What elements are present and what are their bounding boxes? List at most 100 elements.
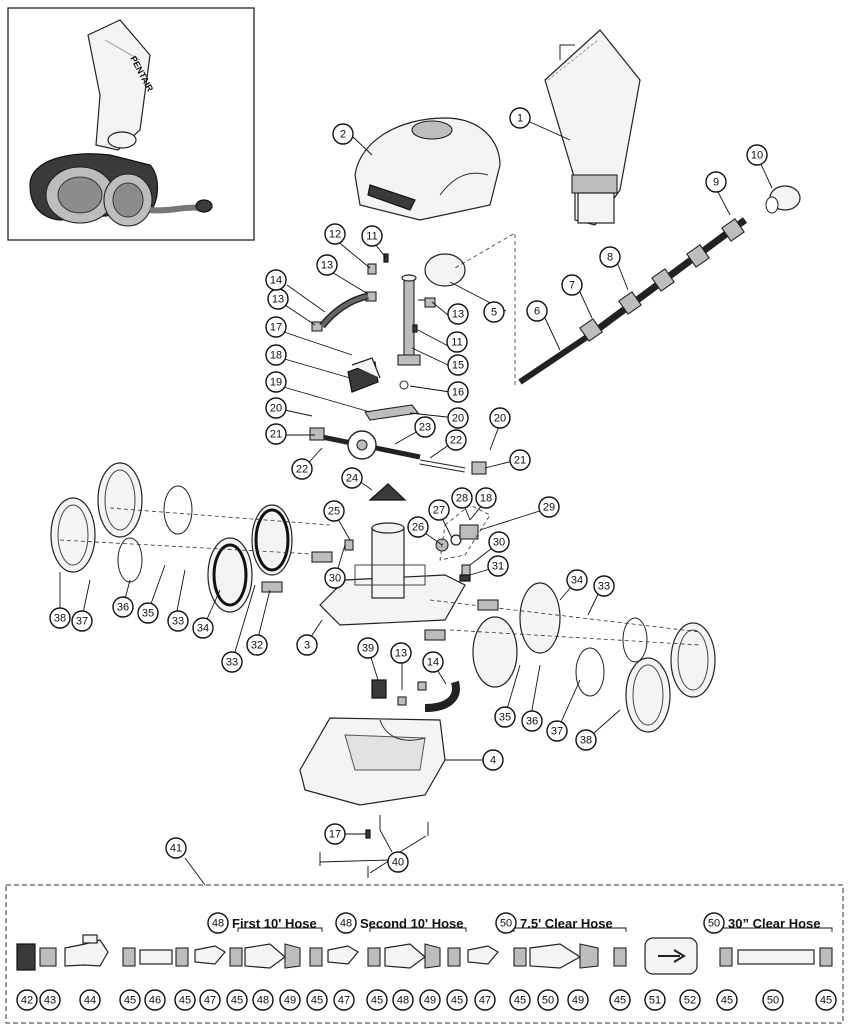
callout-label: 21	[270, 429, 282, 441]
callout-34: 34	[566, 569, 588, 591]
callout-label: 13	[321, 260, 333, 272]
callout-label: 17	[329, 829, 341, 841]
callout-21: 21	[509, 449, 531, 471]
svg-text:50: 50	[500, 918, 512, 930]
callout-38: 38	[49, 607, 71, 629]
callout-label: 18	[270, 350, 282, 362]
callout-label: 45	[179, 995, 191, 1007]
callout-label: 34	[197, 623, 209, 635]
hose-ref-callout: 48	[207, 912, 229, 934]
callout-33: 33	[167, 610, 189, 632]
callout-label: 31	[492, 561, 504, 573]
callout-19: 19	[265, 371, 287, 393]
callout-label: 47	[479, 995, 491, 1007]
callout-label: 6	[534, 306, 540, 318]
callout-28: 28	[451, 487, 473, 509]
callout-label: 29	[543, 502, 555, 514]
callout-label: 36	[117, 602, 129, 614]
callout-34: 34	[192, 617, 214, 639]
callout-label: 20	[494, 413, 506, 425]
callout-30: 30	[488, 531, 510, 553]
callout-label: 45	[614, 995, 626, 1007]
part-bracket	[347, 357, 419, 421]
callout-37: 37	[546, 720, 568, 742]
callout-37: 37	[71, 610, 93, 632]
callout-label: 23	[419, 422, 431, 434]
callout-35: 35	[494, 706, 516, 728]
callout-21: 21	[265, 423, 287, 445]
svg-text:48: 48	[340, 918, 352, 930]
callout-49: 49	[419, 989, 441, 1011]
callout-49: 49	[567, 989, 589, 1011]
callout-label: 25	[328, 506, 340, 518]
callout-14: 14	[265, 269, 287, 291]
callout-label: 47	[204, 995, 216, 1007]
callout-20: 20	[489, 407, 511, 429]
callout-49: 49	[279, 989, 301, 1011]
part-drive-gear	[309, 427, 487, 475]
callout-42: 42	[16, 989, 38, 1011]
callout-47: 47	[474, 989, 496, 1011]
callout-4: 4	[482, 749, 504, 771]
callout-13: 13	[447, 303, 469, 325]
callout-label: 50	[542, 995, 554, 1007]
callout-16: 16	[447, 381, 469, 403]
callout-22: 22	[291, 458, 313, 480]
hose-ref-callout: 48	[335, 912, 357, 934]
callout-5: 5	[483, 301, 505, 323]
hose-title-2: Second 10' Hose	[360, 916, 464, 931]
callout-label: 3	[304, 640, 310, 652]
callout-32: 32	[246, 634, 268, 656]
callout-45: 45	[366, 989, 388, 1011]
right-wheels	[429, 582, 716, 733]
callout-45: 45	[716, 989, 738, 1011]
callout-label: 13	[272, 294, 284, 306]
part-debris-bag	[544, 29, 641, 226]
callout-label: 47	[338, 995, 350, 1007]
callout-20: 20	[265, 397, 287, 419]
callout-17: 17	[324, 823, 346, 845]
callout-38: 38	[575, 729, 597, 751]
hose-kit-components	[16, 934, 833, 975]
hose-ref-callout: 50	[703, 912, 725, 934]
part-valve-column	[397, 253, 466, 390]
callout-label: 32	[251, 640, 263, 652]
callout-50: 50	[537, 989, 559, 1011]
callout-label: 10	[751, 150, 763, 162]
part-bottom-shell	[299, 717, 446, 806]
callout-33: 33	[593, 575, 615, 597]
callout-label: 14	[270, 275, 282, 287]
callout-label: 50	[767, 995, 779, 1007]
callout-18: 18	[475, 487, 497, 509]
callout-45: 45	[119, 989, 141, 1011]
callout-label: 26	[412, 522, 424, 534]
callout-3: 3	[296, 634, 318, 656]
callout-45: 45	[815, 989, 837, 1011]
callout-label: 14	[427, 657, 439, 669]
callout-label: 46	[149, 995, 161, 1007]
callout-label: 11	[451, 337, 462, 349]
callout-label: 48	[257, 995, 269, 1007]
callout-label: 49	[572, 995, 584, 1007]
callout-label: 1	[517, 113, 523, 125]
callout-label: 45	[514, 995, 526, 1007]
part-chassis	[319, 522, 466, 626]
hose-ref-callout: 50	[495, 912, 517, 934]
callout-label: 16	[452, 387, 464, 399]
callout-label: 13	[395, 648, 407, 660]
callout-label: 45	[820, 995, 832, 1007]
callout-36: 36	[112, 596, 134, 618]
callout-48: 48	[392, 989, 414, 1011]
callout-label: 35	[142, 608, 154, 620]
callout-27: 27	[428, 499, 450, 521]
callout-23: 23	[414, 416, 436, 438]
callout-52: 52	[679, 989, 701, 1011]
callout-label: 34	[571, 575, 583, 587]
callout-label: 2	[340, 129, 346, 141]
callout-label: 15	[452, 360, 464, 372]
callout-label: 49	[424, 995, 436, 1007]
callout-22: 22	[445, 429, 467, 451]
hose-titles: First 10' Hose Second 10' Hose 7.5' Clea…	[232, 916, 821, 931]
